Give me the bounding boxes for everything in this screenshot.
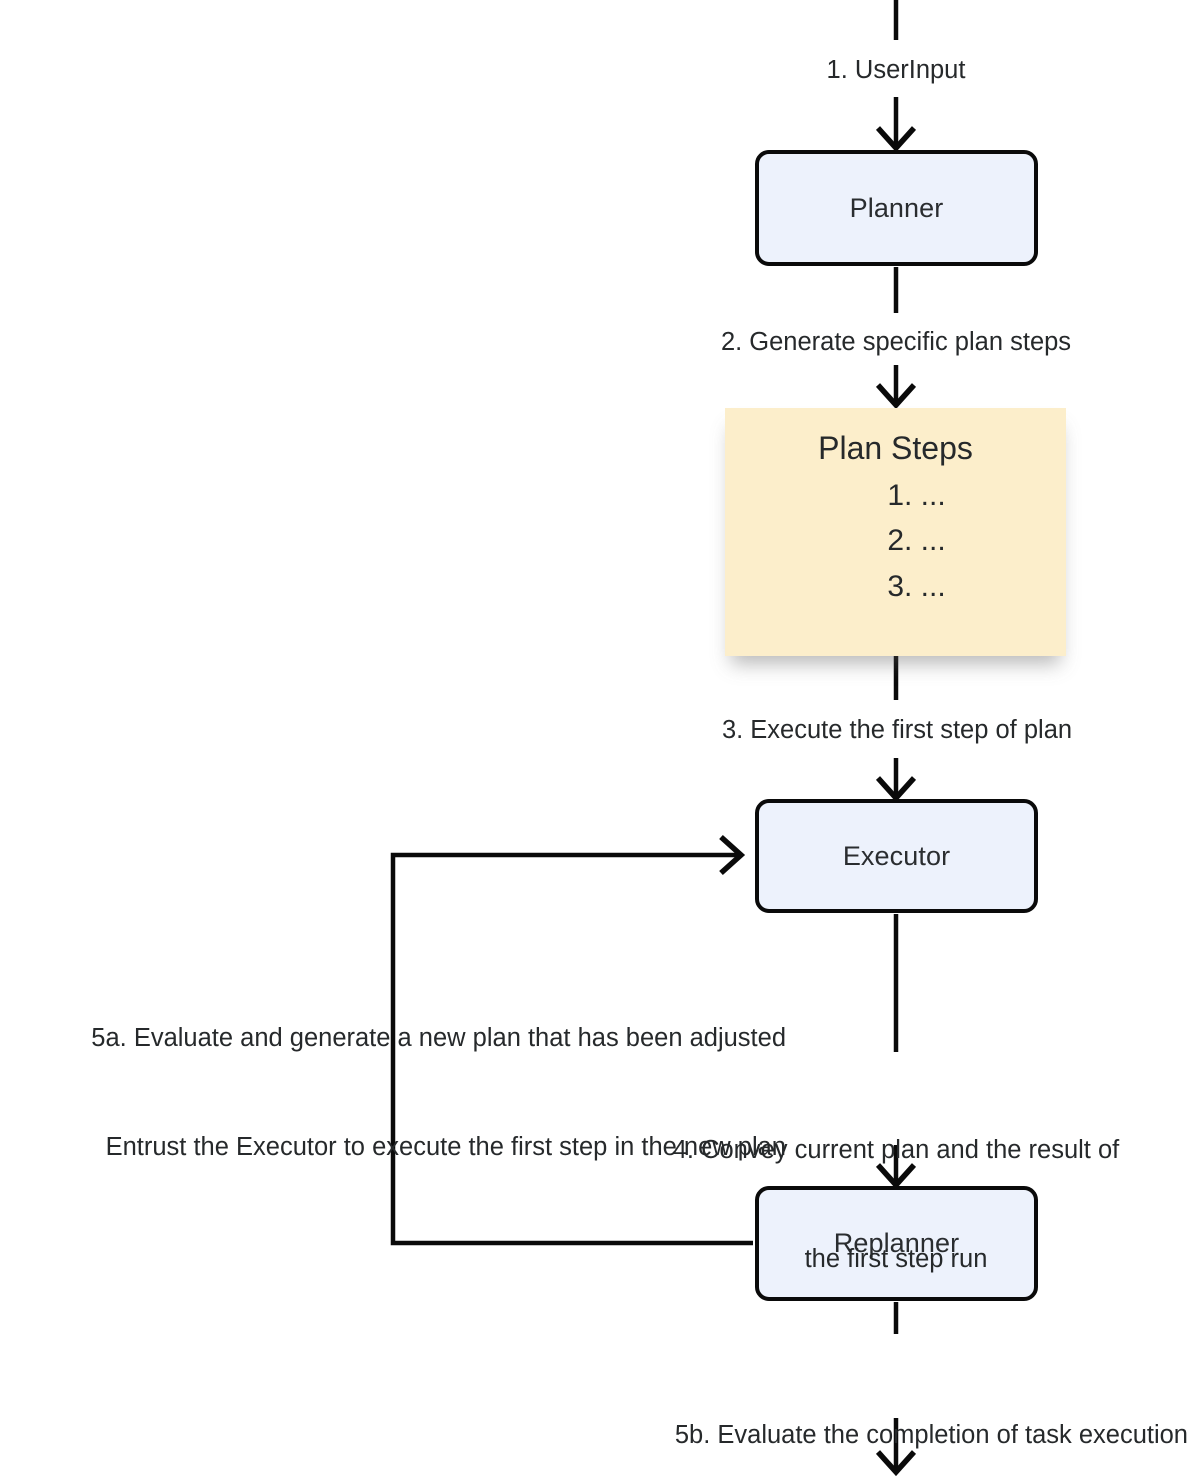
plan-step-item: 3. ... — [887, 569, 946, 603]
plan-step-item: 2. ... — [887, 524, 946, 558]
arrowhead-into-plansteps — [875, 383, 917, 410]
arrowhead-feedback-into-executor — [719, 834, 746, 876]
edge-label-step2: 2. Generate specific plan steps — [720, 328, 1072, 356]
edge-label-step5a-line1: 5a. Evaluate and generate a new plan tha… — [91, 1024, 786, 1053]
edge-label-step5b-line1: 5b. Evaluate the completion of task exec… — [674, 1421, 1188, 1450]
arrowhead-into-planner — [875, 126, 917, 153]
edge-label-step4-line1: 4. Convey current plan and the result of — [672, 1136, 1120, 1165]
plan-steps-title: Plan Steps — [818, 430, 973, 466]
node-replanner[interactable]: Replanner — [755, 1186, 1038, 1301]
arrowhead-into-executor — [875, 776, 917, 803]
edge-label-step3: 3. Execute the first step of plan — [721, 716, 1073, 744]
edge-label-step4: 4. Convey current plan and the result of… — [606, 1060, 1186, 1350]
plan-steps-list: 1. ... 2. ... 3. ... — [725, 473, 1066, 610]
edge-label-step1: 1. UserInput — [826, 56, 966, 84]
plan-steps-panel: Plan Steps 1. ... 2. ... 3. ... — [725, 408, 1066, 656]
edge-label-step4-line2: the first step run — [804, 1245, 988, 1274]
node-planner[interactable]: Planner — [755, 150, 1038, 266]
edge-label-step5b: 5b. Evaluate the completion of task exec… — [480, 1345, 1188, 1480]
plan-step-item: 1. ... — [887, 478, 946, 512]
node-executor[interactable]: Executor — [755, 799, 1038, 913]
